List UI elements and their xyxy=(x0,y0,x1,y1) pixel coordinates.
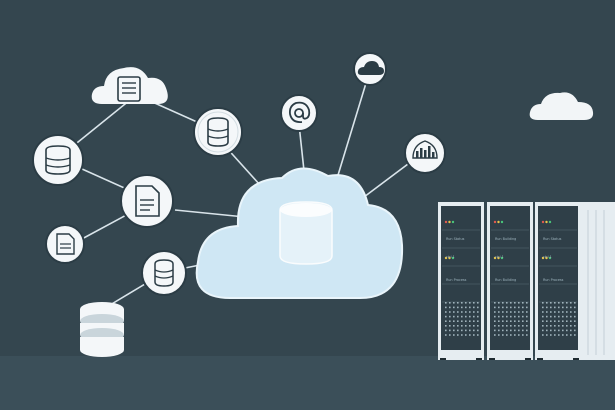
sky-cloud xyxy=(529,92,594,120)
server-label: ctrl 1 xyxy=(495,255,504,259)
status-led xyxy=(541,220,545,224)
status-led xyxy=(545,220,548,224)
status-led xyxy=(548,220,552,224)
database-left-icon xyxy=(32,134,84,186)
database-stack-icon xyxy=(80,302,124,357)
server-rack: Run Status ctrl 1 Run Process xyxy=(438,202,484,360)
central-cloud xyxy=(195,167,404,299)
status-led xyxy=(548,256,552,260)
status-led xyxy=(493,256,497,260)
server-label: Run Building xyxy=(495,237,516,241)
status-led xyxy=(493,220,497,224)
server-rack: Run Status ctrl 1 Run Process xyxy=(535,202,581,360)
chart-icon xyxy=(404,132,446,174)
server-rack-icon: Run Status ctrl 1 Run Process Run Building c… xyxy=(438,202,615,360)
server-label: Run Process xyxy=(543,278,564,282)
server-label: Run Building xyxy=(495,278,516,282)
server-label: ctrl 1 xyxy=(543,255,552,259)
status-led xyxy=(497,220,500,224)
status-led xyxy=(497,256,500,260)
status-led xyxy=(451,256,455,260)
database-lower-icon xyxy=(141,250,187,296)
central-database-icon xyxy=(279,201,333,265)
at-sign-icon xyxy=(280,94,318,132)
document-node-icon xyxy=(120,174,174,228)
cloud-node-icon xyxy=(353,52,387,86)
document-small-icon xyxy=(45,224,85,264)
server-label: ctrl 1 xyxy=(446,255,455,259)
status-led xyxy=(541,256,545,260)
status-led xyxy=(444,256,448,260)
server-rack: Run Building ctrl 1 Run Building xyxy=(487,202,533,360)
database-node-icon xyxy=(193,107,243,157)
status-led xyxy=(448,256,451,260)
floor xyxy=(0,356,615,410)
status-led xyxy=(448,220,451,224)
status-led xyxy=(500,256,504,260)
server-label: Run Process xyxy=(446,278,467,282)
status-led xyxy=(500,220,504,224)
cloud-document-icon xyxy=(91,67,168,104)
server-label: Run Status xyxy=(446,237,465,241)
server-label: Run Status xyxy=(543,237,562,241)
status-led xyxy=(545,256,548,260)
status-led xyxy=(444,220,448,224)
status-led xyxy=(451,220,455,224)
